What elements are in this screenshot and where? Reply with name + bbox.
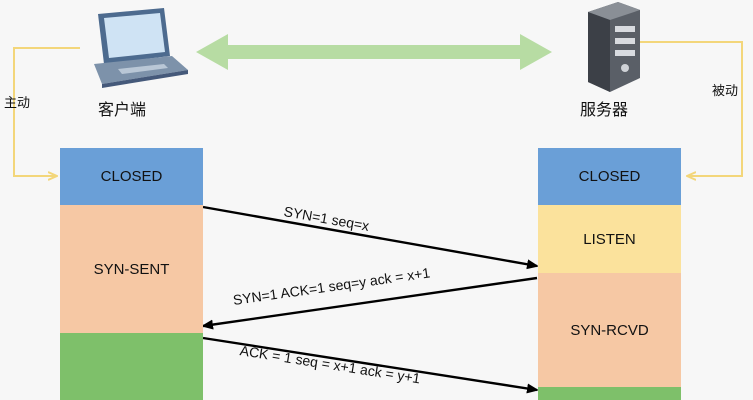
laptop-icon bbox=[94, 8, 188, 88]
client-state-closed-label: CLOSED bbox=[100, 168, 163, 185]
client-state-syn-sent: SYN-SENT bbox=[60, 205, 203, 333]
double-arrow bbox=[196, 34, 552, 70]
client-label: 客户端 bbox=[98, 102, 147, 119]
server-state-syn-rcvd: SYN-RCVD bbox=[538, 273, 681, 387]
client-connector bbox=[13, 47, 80, 176]
server-state-closed: CLOSED bbox=[538, 148, 681, 205]
server-state-syn-rcvd-label: SYN-RCVD bbox=[570, 321, 649, 339]
client-state-established bbox=[60, 333, 203, 400]
server-label: 服务器 bbox=[580, 102, 629, 119]
client-state-closed: CLOSED bbox=[60, 148, 203, 205]
server-state-listen: LISTEN bbox=[538, 205, 681, 273]
server-connector bbox=[640, 41, 743, 176]
server-icon bbox=[588, 2, 640, 92]
client-state-syn-sent-label: SYN-SENT bbox=[93, 260, 170, 278]
server-side-label: 被动 bbox=[712, 83, 739, 98]
message-arrow-1 bbox=[202, 205, 539, 270]
server-state-established bbox=[538, 387, 681, 400]
client-side-label: 主动 bbox=[4, 95, 31, 110]
message-arrow-3 bbox=[202, 336, 539, 394]
server-state-closed-label: CLOSED bbox=[578, 168, 641, 185]
message-arrow-2 bbox=[201, 276, 538, 330]
server-state-listen-label: LISTEN bbox=[583, 230, 636, 248]
